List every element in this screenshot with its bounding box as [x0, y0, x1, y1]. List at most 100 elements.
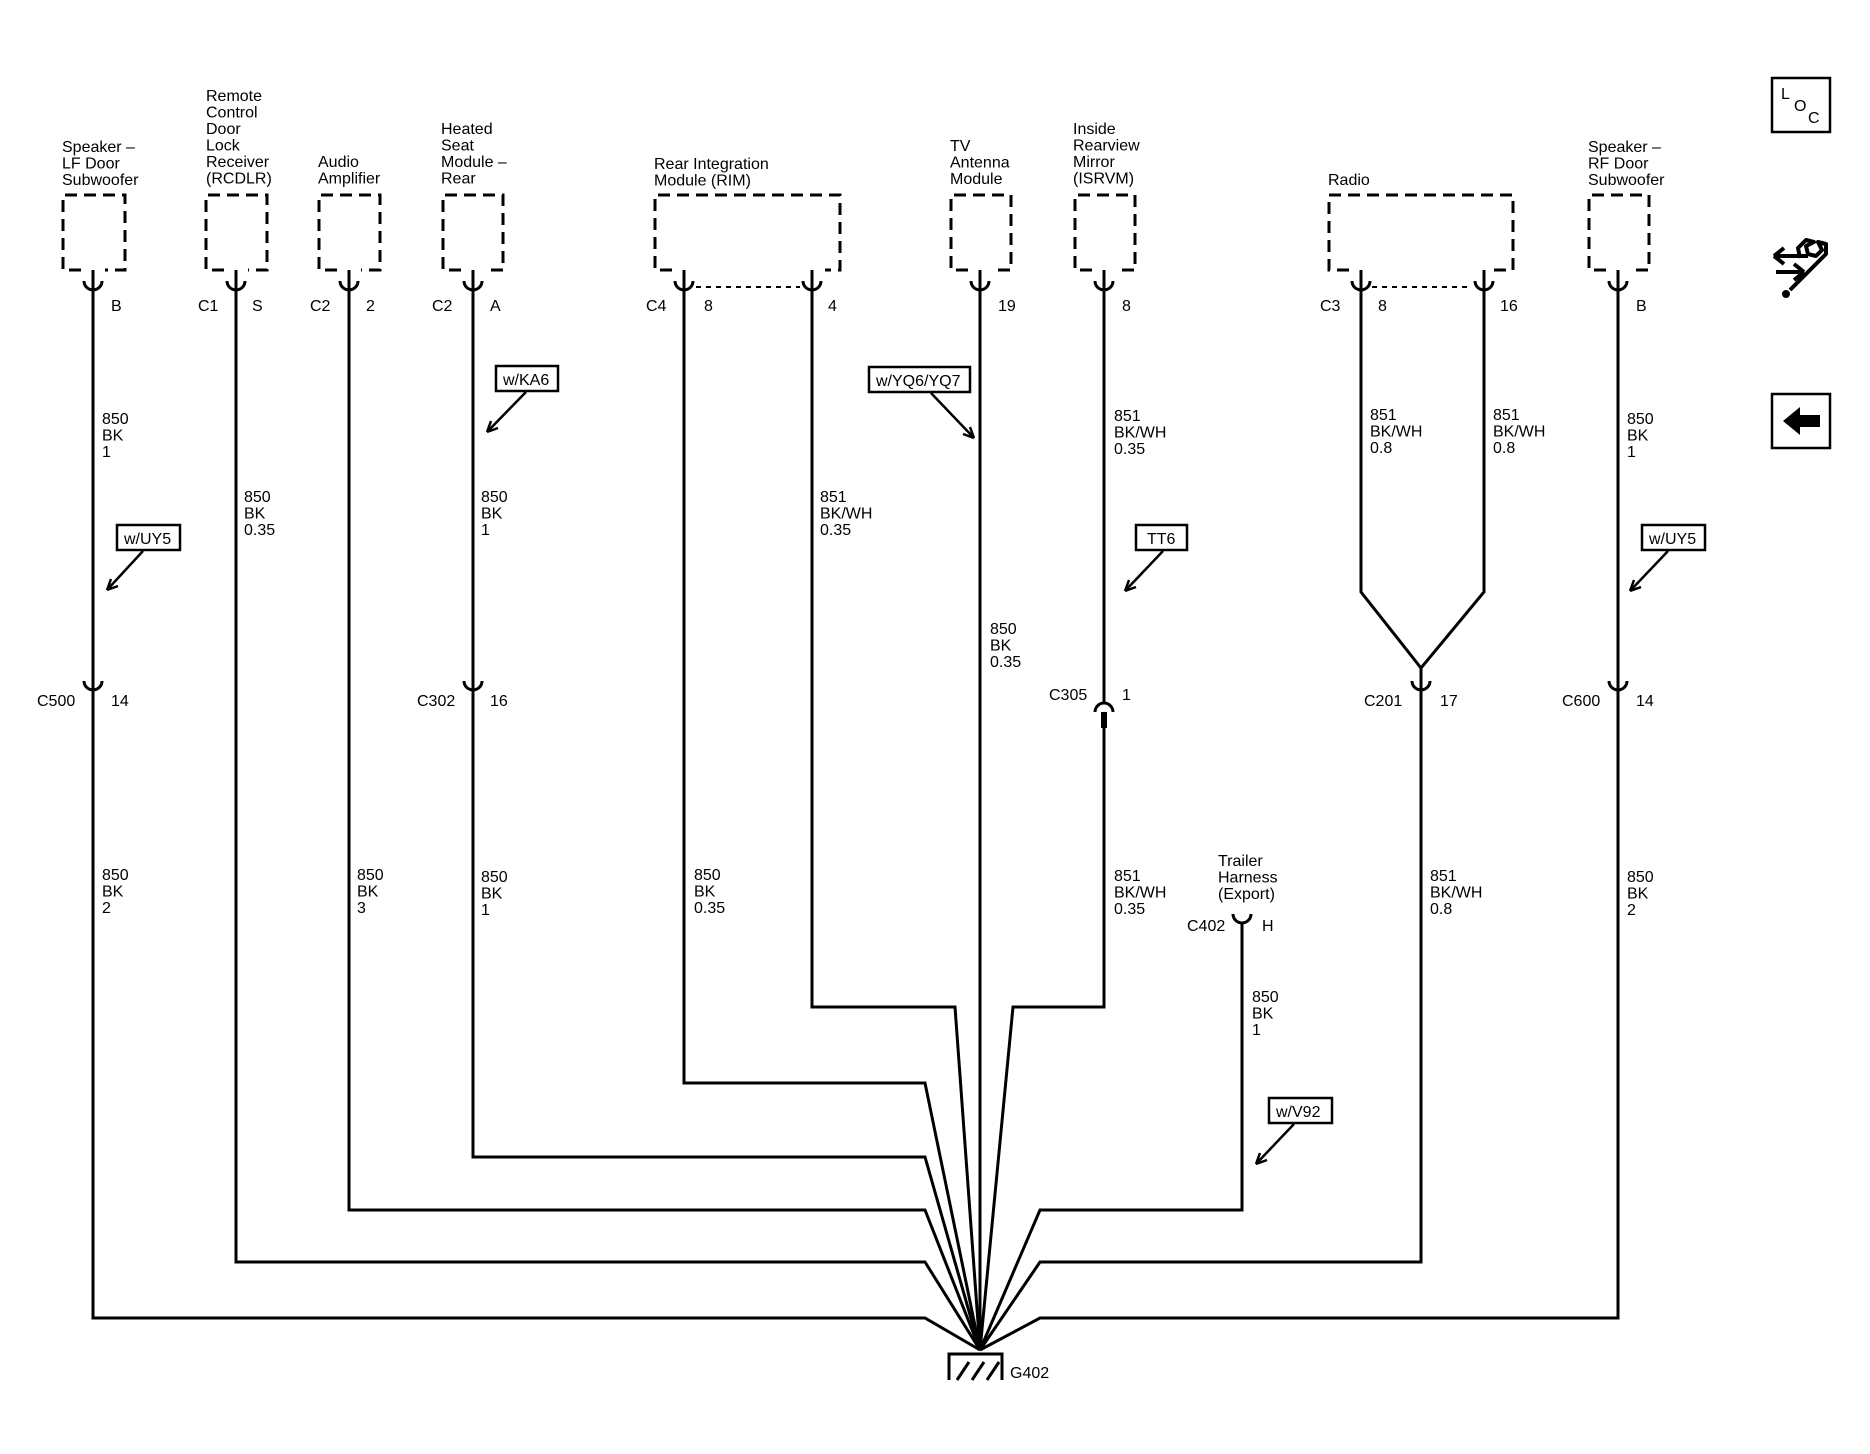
connector-label: C201 — [1364, 693, 1402, 710]
wire-lf-subwoofer — [91, 290, 981, 1352]
loc-icon[interactable] — [1770, 76, 1832, 134]
wire-trailer-harness — [978, 923, 1244, 1351]
pin-label: B — [1636, 298, 1647, 315]
module-label-tv-antenna: TV Antenna Module — [950, 138, 1014, 188]
module-label-rcdlr: Remote Control Door Lock Receiver (RCDLR… — [206, 88, 274, 188]
module-box-lf-subwoofer — [61, 193, 127, 272]
wire-label: 851 BK/WH 0.8 — [1370, 407, 1427, 457]
wire-amplifier — [347, 290, 982, 1351]
svg-text:C: C — [1808, 110, 1820, 127]
option-tag-uy5-left: w/UY5 — [105, 523, 182, 592]
wire-label: 850 BK 1 — [481, 869, 512, 919]
svg-text:w/KA6: w/KA6 — [502, 372, 549, 389]
pin-label: 17 — [1440, 693, 1458, 710]
wire-label: 851 BK/WH 0.8 — [1493, 407, 1550, 457]
pin-label: A — [490, 298, 501, 315]
wire-label: 850 BK 1 — [102, 411, 133, 461]
svg-text:L: L — [1781, 86, 1790, 103]
pin-label: 2 — [366, 298, 375, 315]
module-box-isrvm — [1073, 193, 1137, 272]
inline-pin-c305 — [1101, 712, 1107, 728]
pointer-arrow — [1123, 550, 1164, 593]
connector-label: C402 — [1187, 918, 1225, 935]
wire-label: 850 BK 2 — [1627, 869, 1658, 919]
module-label-radio: Radio — [1328, 172, 1370, 189]
svg-text:w/YQ6/YQ7: w/YQ6/YQ7 — [875, 373, 961, 390]
svg-text:w/UY5: w/UY5 — [1648, 531, 1696, 548]
module-labels: Speaker – LF Door Subwoofer Remote Contr… — [62, 88, 1665, 903]
connector-label: C3 — [1320, 298, 1341, 315]
connector-label: C1 — [198, 298, 219, 315]
connector-label: C2 — [310, 298, 331, 315]
wire-isrvm — [978, 290, 1106, 1351]
pin-label: 14 — [1636, 693, 1654, 710]
wires — [91, 290, 1620, 1352]
svg-text:O: O — [1794, 98, 1806, 115]
module-label-isrvm: Inside Rearview Mirror (ISRVM) — [1073, 121, 1144, 188]
wire-label: 850 BK 1 — [1627, 411, 1658, 461]
wire-label: 851 BK/WH 0.35 — [1114, 868, 1171, 918]
wire-rim-8 — [682, 290, 982, 1351]
loc-button[interactable]: L O C — [1770, 76, 1832, 134]
ground-g402: G402 — [947, 1352, 1049, 1382]
wire-label: 851 BK/WH 0.35 — [820, 489, 877, 539]
module-label-lf-subwoofer: Speaker – LF Door Subwoofer — [62, 139, 139, 189]
ground-symbol — [947, 1352, 1004, 1381]
option-tag-tt6: TT6 — [1123, 523, 1189, 593]
svg-text:TT6: TT6 — [1147, 531, 1176, 548]
connector-label: C4 — [646, 298, 667, 315]
module-box-heated-seat — [441, 193, 505, 272]
module-label-heated-seat: Heated Seat Module – Rear — [441, 121, 511, 188]
wire-label: 851 BK/WH 0.8 — [1430, 868, 1487, 918]
wire-label: 850 BK 0.35 — [694, 867, 725, 917]
pin-stubs — [91, 270, 1620, 290]
module-label-rf-subwoofer: Speaker – RF Door Subwoofer — [1588, 139, 1665, 189]
pin-label: 16 — [1500, 298, 1518, 315]
connector-label: C600 — [1562, 693, 1600, 710]
svg-text:w/V92: w/V92 — [1275, 1104, 1321, 1121]
wire-label: 850 BK 3 — [357, 867, 388, 917]
connector-label: C2 — [432, 298, 453, 315]
pointer-arrow — [485, 391, 527, 434]
wire-label: 850 BK 0.35 — [244, 489, 275, 539]
connector-cups — [82, 270, 1629, 925]
pin-label: 14 — [111, 693, 129, 710]
pointer-arrow — [930, 392, 976, 440]
option-tag-yq6-yq7: w/YQ6/YQ7 — [867, 365, 976, 440]
module-box-rcdlr — [204, 193, 269, 272]
svg-text:w/UY5: w/UY5 — [123, 531, 171, 548]
pointer-arrow — [1628, 550, 1669, 593]
module-label-rim: Rear Integration Module (RIM) — [654, 156, 773, 190]
pin-label: 1 — [1122, 687, 1131, 704]
pin-cup-trailer — [1231, 913, 1253, 925]
pin-label: 8 — [1122, 298, 1131, 315]
inline-cup-c305 — [1093, 701, 1115, 713]
pin-label: B — [111, 298, 122, 315]
option-tag-v92: w/V92 — [1254, 1096, 1334, 1166]
wire-radio — [978, 290, 1486, 1351]
connector-label: C500 — [37, 693, 75, 710]
module-boxes — [61, 193, 1651, 288]
pin-label: 8 — [1378, 298, 1387, 315]
option-tag-uy5-right: w/UY5 — [1628, 523, 1707, 593]
module-box-rf-subwoofer — [1587, 193, 1651, 272]
pointer-arrow — [105, 550, 144, 592]
ground-label: G402 — [1010, 1365, 1049, 1382]
connector-wrench-icon — [1772, 238, 1828, 298]
option-tags: w/UY5 w/KA6 w/YQ6/YQ7 TT6 w/UY5 w/V92 — [105, 364, 1707, 1166]
pin-label: 4 — [828, 298, 837, 315]
pin-label: 16 — [490, 693, 508, 710]
wire-rf-subwoofer — [979, 290, 1620, 1352]
wire-label: 850 BK 0.35 — [990, 621, 1021, 671]
module-box-tv-antenna — [949, 193, 1013, 272]
wire-label: 850 BK 2 — [102, 867, 133, 917]
wire-heated-seat — [471, 290, 982, 1351]
option-tag-ka6: w/KA6 — [485, 364, 560, 434]
module-label-audio-amplifier: Audio Amplifier — [318, 154, 381, 188]
pin-label: 8 — [704, 298, 713, 315]
module-box-radio — [1327, 193, 1515, 272]
wire-label: 850 BK 1 — [1252, 989, 1283, 1039]
back-button[interactable] — [1770, 392, 1832, 450]
connector-view-button[interactable] — [1768, 228, 1834, 298]
